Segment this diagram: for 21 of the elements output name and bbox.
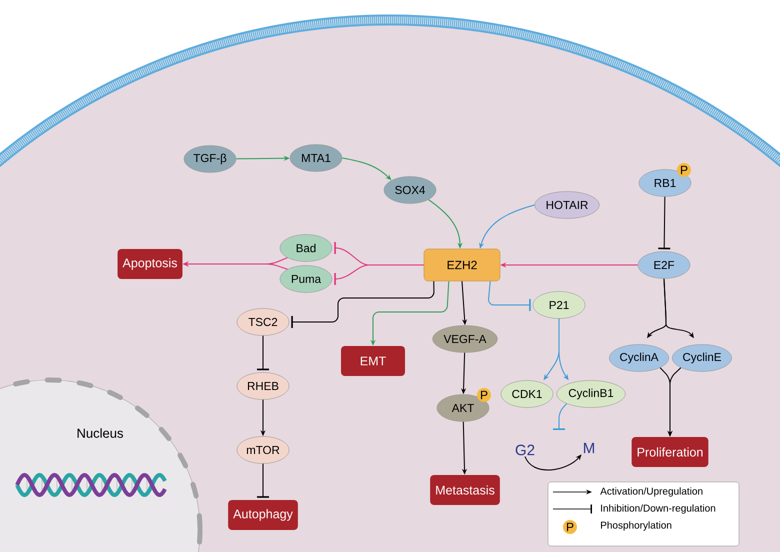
protein-box: EZH2 <box>424 248 500 282</box>
legend-text: Inhibition/Down-regulation <box>601 504 716 514</box>
inhibition-line <box>488 280 531 311</box>
inhibition-line <box>291 280 434 328</box>
outcome-box: Apoptosis <box>118 249 182 279</box>
outcome-box: EMT <box>341 346 405 376</box>
outcome-box: Metastasis <box>430 475 500 505</box>
legend-text: Activation/Upregulation <box>600 487 702 497</box>
inhibition-line <box>334 264 424 285</box>
phosphate-badge: P <box>677 163 691 177</box>
phase-label: G2 <box>516 444 534 456</box>
outcome-box: Proliferation <box>632 437 708 467</box>
inhibition-line <box>658 196 670 250</box>
phase-label: M <box>584 442 594 454</box>
inhibition-line <box>553 403 568 430</box>
outcome-box: Autophagy <box>228 500 298 530</box>
inhibition-line <box>257 335 269 370</box>
inhibition-line <box>257 463 269 498</box>
phosphate-badge: P <box>563 520 577 534</box>
legend-text: Phosphorylation <box>601 521 672 531</box>
phosphate-badge: P <box>477 388 491 402</box>
